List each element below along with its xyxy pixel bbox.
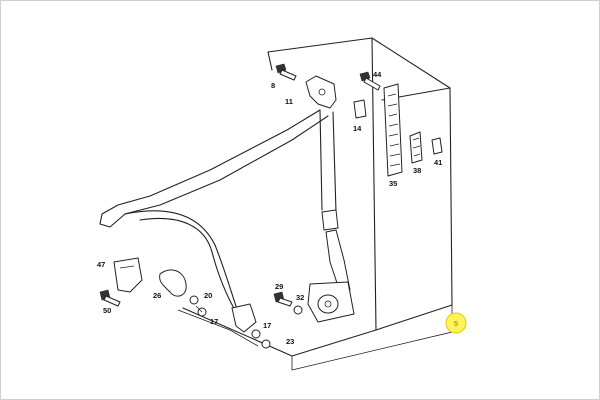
- bolt-8: [275, 63, 297, 81]
- buckle-47: [113, 257, 143, 293]
- washer-20: [189, 295, 199, 305]
- hotspot-marker[interactable]: 5: [445, 312, 467, 334]
- bolt-44: [359, 71, 381, 91]
- belt-webbing: [99, 109, 337, 329]
- callout-23: 23: [286, 337, 294, 346]
- callout-20: 20: [204, 291, 212, 300]
- cover-26: [159, 269, 187, 297]
- hotspot-label: 5: [454, 321, 458, 328]
- slider-38: [409, 131, 423, 164]
- callout-32: 32: [296, 293, 304, 302]
- callout-17b: 17: [263, 321, 271, 330]
- callout-11: 11: [285, 97, 293, 106]
- pillar-outline: [182, 37, 453, 371]
- callout-8: 8: [271, 81, 275, 90]
- bolt-29: [273, 291, 293, 307]
- callout-labels: 8 11 44 14 35 38 41 47 26 50 20 17 29 32…: [97, 70, 442, 346]
- nut-17b: [251, 329, 261, 339]
- callout-35: 35: [389, 179, 397, 188]
- washer-32: [293, 305, 303, 315]
- retractor: [307, 209, 355, 323]
- bolt-50: [99, 289, 121, 307]
- leader-lines: [177, 305, 259, 347]
- washer-23: [261, 339, 271, 349]
- height-adjuster-rail: [383, 83, 403, 177]
- callout-44: 44: [373, 70, 382, 79]
- callout-41: 41: [434, 158, 442, 167]
- callout-14: 14: [353, 124, 362, 133]
- callout-50: 50: [103, 306, 111, 315]
- callout-38: 38: [413, 166, 421, 175]
- slider-41: [431, 137, 443, 155]
- upper-belt-guide: [305, 75, 337, 109]
- lower-anchor: [231, 303, 257, 333]
- callout-29: 29: [275, 282, 283, 291]
- callout-26: 26: [153, 291, 161, 300]
- callout-17a: 17: [210, 317, 218, 326]
- callout-47: 47: [97, 260, 105, 269]
- clip-14: [353, 99, 367, 119]
